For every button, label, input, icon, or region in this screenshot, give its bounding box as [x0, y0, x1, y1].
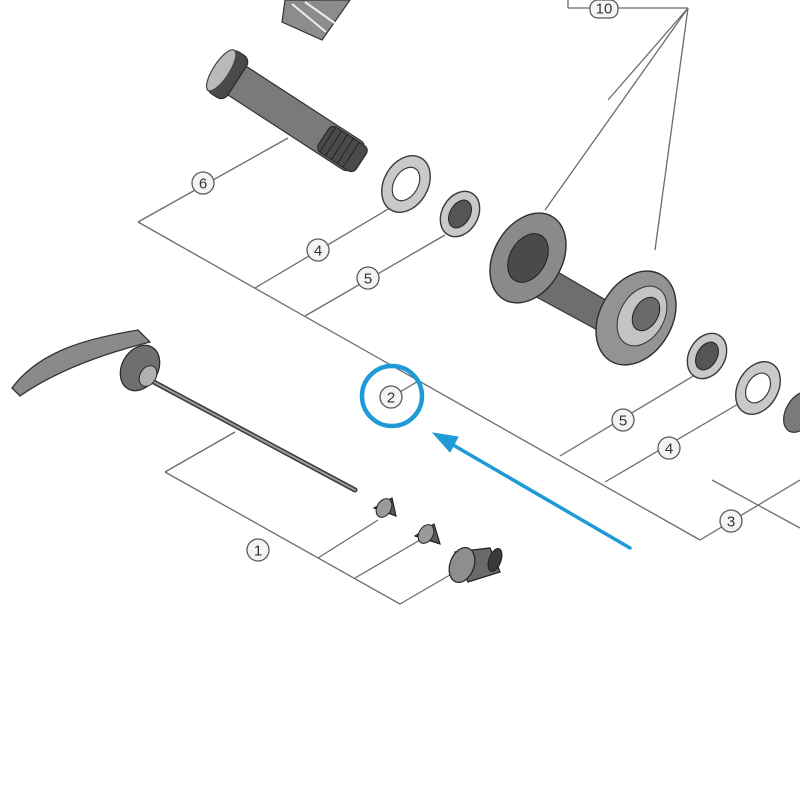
- bearing-lower-part: [686, 332, 728, 380]
- callout-washer-upper: 4: [306, 238, 330, 262]
- leader-skewer-rod: [164, 431, 236, 473]
- callout-highlighted-label: 2: [387, 390, 395, 407]
- axle-part: [205, 49, 368, 173]
- callout-spoke-ref-label: 10: [596, 1, 613, 18]
- callout-washer-lower: 4: [657, 436, 681, 460]
- spring-a-part: [372, 497, 397, 518]
- callout-bearing-upper-label: 5: [364, 271, 372, 288]
- callout-bearing-upper: 5: [356, 266, 380, 290]
- spokes-fragment: [281, 0, 351, 41]
- leader-right-stub: [711, 479, 800, 529]
- callout-bearing-lower: 5: [611, 408, 635, 432]
- hub-body: [489, 212, 677, 366]
- callout-locknut-label: 3: [727, 514, 735, 531]
- callout-axle: 6: [191, 171, 215, 195]
- washer-lower-part: [735, 361, 781, 415]
- callout-washer-lower-label: 4: [665, 441, 673, 458]
- callout-bearing-lower-label: 5: [619, 413, 627, 430]
- callout-highlighted: 2: [379, 385, 403, 409]
- callout-axle-label: 6: [199, 176, 207, 193]
- skewer-nut-part: [448, 546, 503, 584]
- leader-spoke-c: [607, 7, 689, 101]
- callout-locknut: 3: [719, 509, 743, 533]
- leader-locknut: [699, 479, 800, 541]
- leader-nut: [399, 571, 456, 605]
- leader-spring-a: [317, 519, 379, 559]
- callout-skewer: 1: [246, 538, 270, 562]
- locknut-part: [783, 391, 800, 433]
- bearing-upper-part: [439, 190, 481, 238]
- callout-spoke-ref: 10: [589, 0, 619, 19]
- leader-spoke-b: [654, 7, 689, 251]
- circle-highlight-icon: [359, 363, 425, 429]
- callout-skewer-label: 1: [254, 543, 262, 560]
- washer-upper-part: [381, 155, 431, 213]
- spring-b-part: [413, 523, 441, 545]
- skewer-part: [11, 329, 358, 493]
- skewer-baseline: [164, 471, 401, 605]
- callout-washer-upper-label: 4: [314, 243, 322, 260]
- leader-spoke-a: [544, 7, 689, 211]
- arrow-pointing-up-left-icon: [431, 432, 632, 550]
- leader-spring-b: [354, 539, 421, 579]
